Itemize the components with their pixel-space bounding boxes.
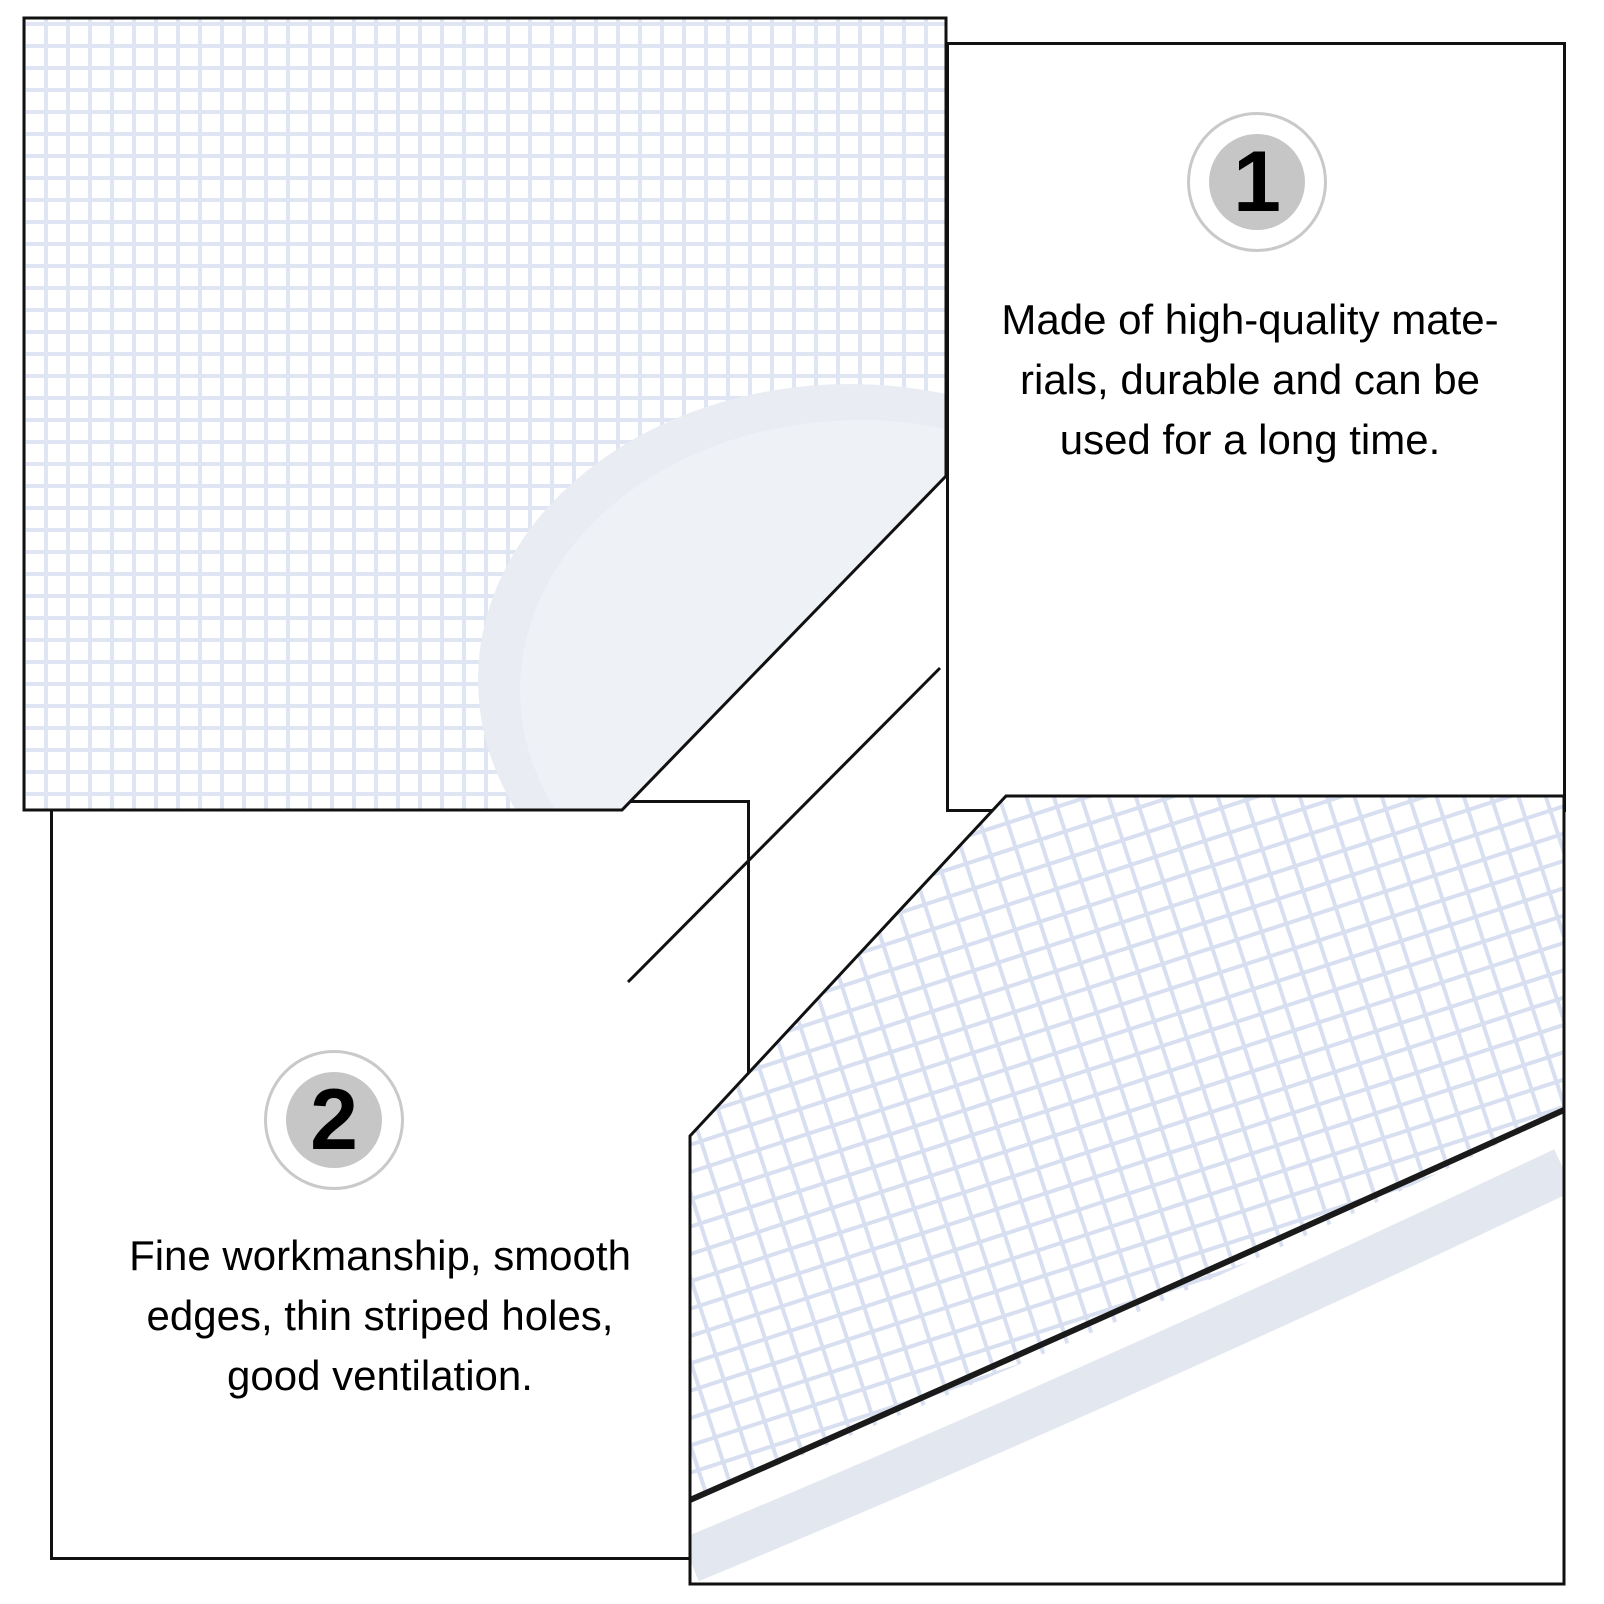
feature-1-line-2: rials, durable and can be: [1020, 356, 1480, 403]
feature-number-badge-1: 1: [1187, 112, 1327, 252]
feature-description-2: Fine workmanship, smooth edges, thin str…: [70, 1226, 690, 1406]
feature-frame-bottom: [50, 800, 750, 1560]
feature-description-1: Made of high-quality mate- rials, durabl…: [950, 290, 1550, 470]
feature-1-line-3: used for a long time.: [1059, 416, 1441, 463]
feature-number-1: 1: [1209, 134, 1305, 230]
mesh-closeup-photo-bottom: [690, 796, 1564, 1584]
feature-2-line-1: Fine workmanship, smooth: [129, 1232, 631, 1279]
feature-number-2: 2: [286, 1072, 382, 1168]
feature-2-line-3: good ventilation.: [227, 1352, 533, 1399]
feature-1-line-1: Made of high-quality mate-: [1001, 296, 1499, 343]
photo-top-border: [22, 16, 948, 812]
photo-bottom-border: [688, 794, 1566, 1586]
feature-number-badge-2: 2: [264, 1050, 404, 1190]
diagonal-divider-line: [626, 666, 942, 984]
feature-2-line-2: edges, thin striped holes,: [146, 1292, 614, 1339]
